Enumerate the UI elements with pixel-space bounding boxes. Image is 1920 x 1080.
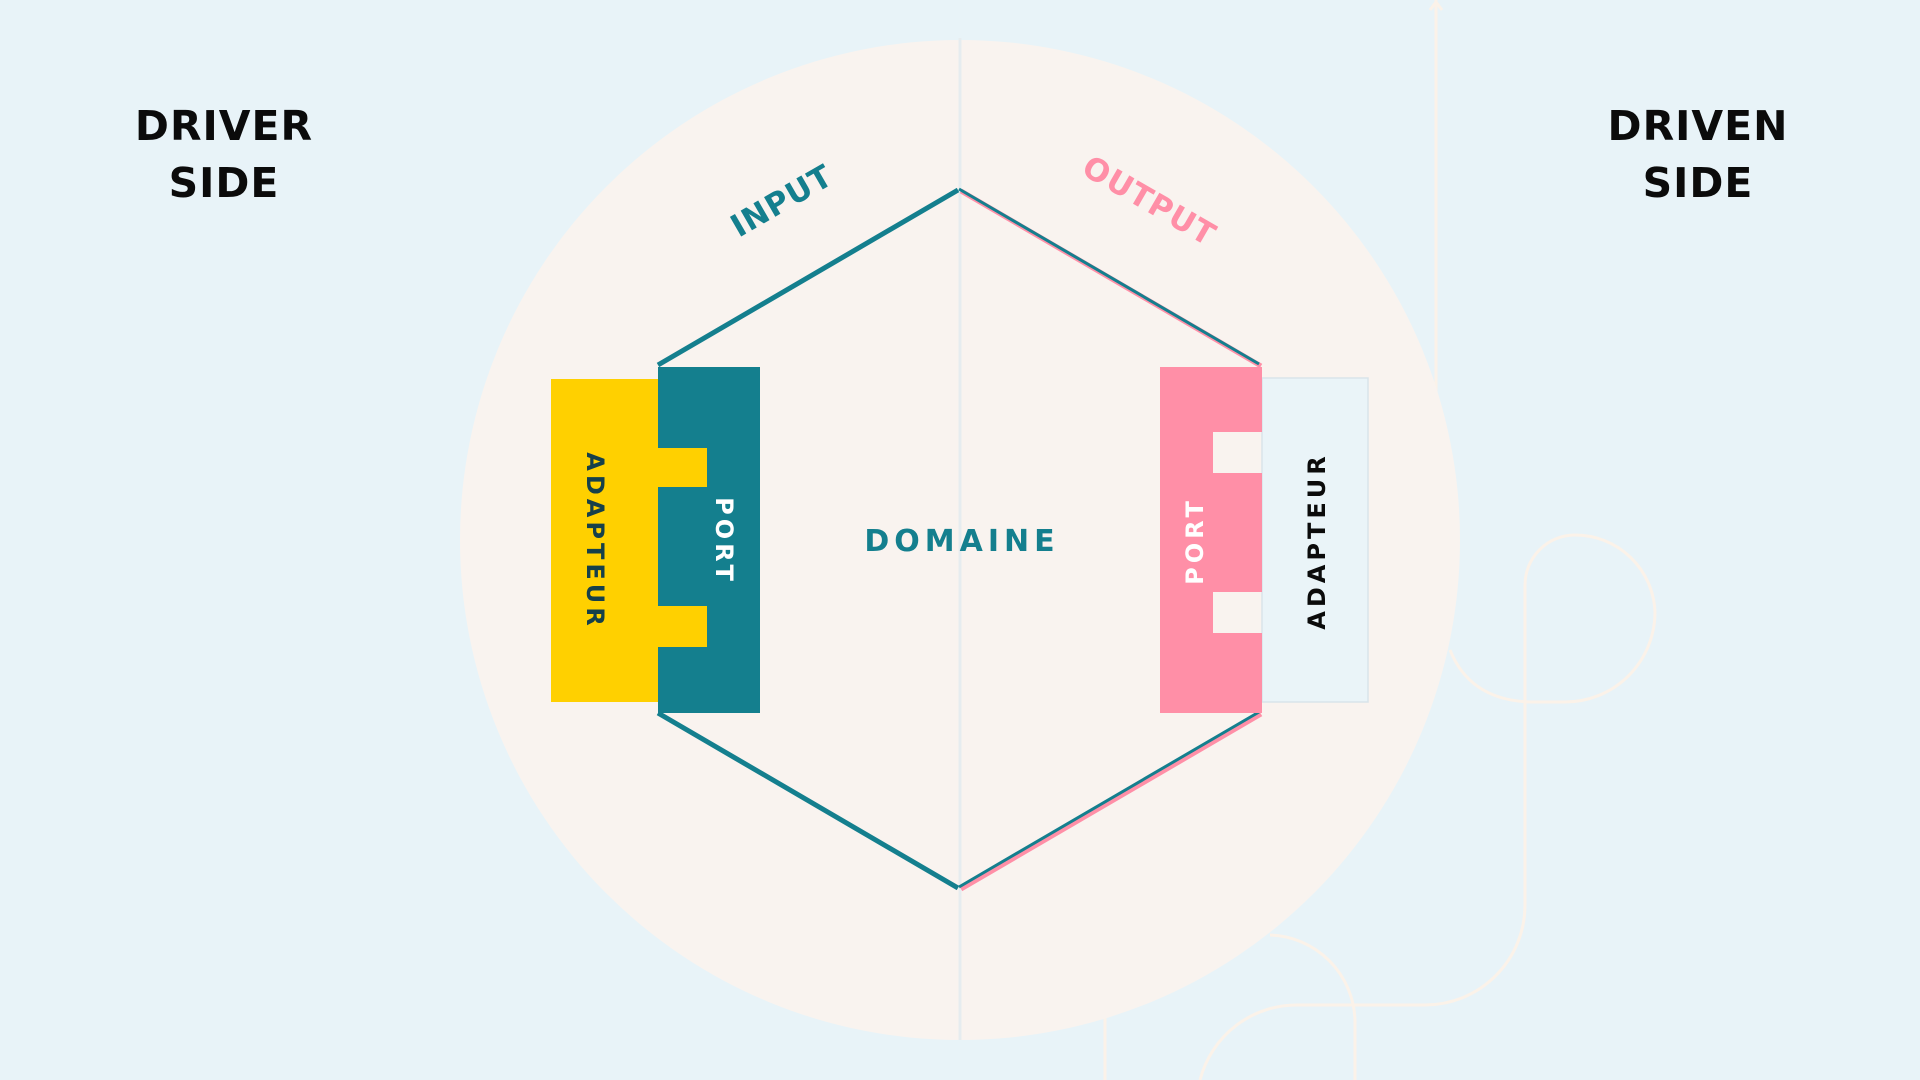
driver-side-title: DRIVER SIDE bbox=[74, 98, 374, 212]
domain-label: DOMAINE bbox=[864, 524, 1059, 559]
right-adapter-label: ADAPTEUR bbox=[1303, 452, 1331, 629]
driver-side-line1: DRIVER bbox=[134, 102, 314, 150]
right-port-label: PORT bbox=[1181, 497, 1209, 585]
driven-side-line2: SIDE bbox=[1642, 159, 1754, 207]
left-adapter-block bbox=[551, 379, 707, 702]
driver-side-line2: SIDE bbox=[168, 159, 280, 207]
decorative-lines bbox=[1103, 0, 1657, 1080]
hexagon-left-edges bbox=[656, 187, 960, 891]
decor-arc-line bbox=[1269, 933, 1357, 1080]
left-adapter-label: ADAPTEUR bbox=[581, 452, 609, 629]
driven-side-title: DRIVEN SIDE bbox=[1548, 98, 1848, 212]
left-port-label: PORT bbox=[710, 497, 738, 585]
hexagon-right-edges-teal bbox=[958, 187, 1260, 889]
driven-side-line1: DRIVEN bbox=[1607, 102, 1789, 150]
decor-loop-line bbox=[1198, 533, 1657, 1080]
right-port-block bbox=[1160, 367, 1262, 713]
decor-arrow-head bbox=[1428, 0, 1444, 11]
left-port-block bbox=[658, 367, 760, 713]
